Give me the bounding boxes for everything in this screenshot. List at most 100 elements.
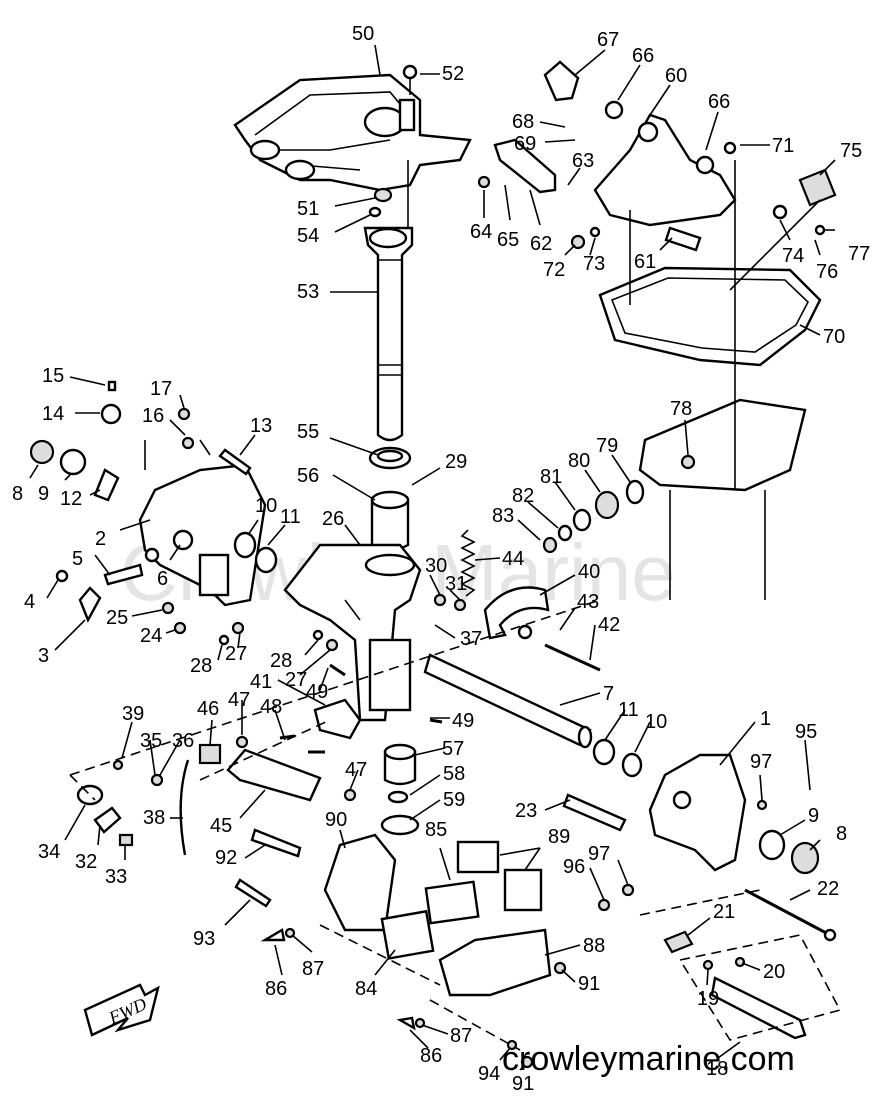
callout-18: 18: [706, 1058, 728, 1080]
sleeve-56-part: [370, 490, 410, 552]
swivel-bracket-part: [283, 543, 422, 722]
spring-21-part: [663, 930, 694, 954]
bolt-52-part: [402, 64, 418, 95]
nut-51-part: [368, 187, 393, 218]
callout-34: 34: [38, 841, 60, 863]
assembly-lines: [69, 160, 842, 1051]
callout-31: 31: [445, 573, 467, 595]
callout-11: 11: [280, 506, 301, 528]
callout-38: 38: [143, 807, 165, 829]
callout-4: 4: [24, 591, 35, 613]
callout-15: 15: [42, 365, 64, 387]
callout-30: 30: [425, 555, 447, 577]
callout-37: 37: [460, 628, 482, 650]
callout-90: 90: [325, 809, 347, 831]
clamp-bracket-left-part: [138, 463, 267, 607]
callout-73: 73: [583, 253, 605, 275]
callout-29: 29: [445, 451, 467, 473]
callout-33: 33: [105, 866, 127, 888]
callout-28b: 28: [270, 650, 292, 672]
callout-53: 53: [297, 281, 319, 303]
callout-49b: 49: [452, 710, 474, 732]
callout-74: 74: [782, 245, 804, 267]
footer-site-name: crowleymarine.com: [502, 1040, 795, 1078]
callout-21: 21: [713, 901, 735, 923]
callout-40: 40: [578, 561, 600, 583]
callout-87b: 87: [450, 1025, 472, 1047]
cover-90-part: [323, 833, 397, 932]
callout-57: 57: [442, 738, 464, 760]
callout-60: 60: [665, 65, 687, 87]
callout-77: 77: [848, 243, 870, 265]
fittings-32-34-part: [76, 784, 134, 847]
callout-42: 42: [598, 614, 620, 636]
gasket-70-part: [598, 266, 822, 367]
callout-59: 59: [443, 789, 465, 811]
callout-80: 80: [568, 450, 590, 472]
callout-76: 76: [816, 261, 838, 283]
callout-79: 79: [596, 435, 618, 457]
callout-89: 89: [548, 826, 570, 848]
washer-10-11-part: [592, 738, 643, 778]
callout-94: 94: [478, 1063, 500, 1085]
washers-79-83-part: [542, 479, 645, 554]
plate-45-part: [226, 748, 322, 802]
handle-18-part: [710, 976, 807, 1040]
knob-8-9-12-part: [29, 439, 120, 502]
callout-87: 87: [302, 958, 324, 980]
callout-25: 25: [106, 607, 128, 629]
callout-35: 35: [140, 730, 162, 752]
callout-27b: 27: [285, 669, 307, 691]
callout-41: 41: [250, 671, 272, 693]
callout-91b: 91: [512, 1073, 534, 1095]
callout-46: 46: [197, 698, 219, 720]
rod-38-part: [179, 759, 190, 856]
small-fittings-part: [100, 380, 195, 450]
steering-bracket-part: [233, 73, 472, 192]
callout-96: 96: [563, 856, 585, 878]
callout-labels: 50 52 67 66 60 66 68 69 71 75 63 51 64 6…: [12, 23, 870, 1095]
callout-26: 26: [322, 508, 344, 530]
callout-75: 75: [840, 140, 862, 162]
callout-97b: 97: [588, 843, 610, 865]
pin-13-part: [218, 448, 252, 476]
pin-23-part: [562, 793, 627, 832]
callout-83: 83: [492, 505, 514, 527]
callout-9b: 9: [808, 805, 819, 827]
bushings-57-59-part: [380, 743, 420, 836]
callout-1: 1: [760, 708, 771, 730]
callout-22: 22: [817, 878, 839, 900]
fwd-arrow-icon: FWD: [83, 983, 160, 1037]
callout-50: 50: [352, 23, 374, 45]
callout-62: 62: [530, 233, 552, 255]
callout-8b: 8: [836, 823, 847, 845]
bracket-60-part: [593, 100, 737, 227]
callout-66: 66: [632, 45, 654, 67]
callout-47: 47: [228, 689, 250, 711]
callout-6: 6: [157, 568, 168, 590]
callout-86b: 86: [420, 1045, 442, 1067]
callout-95: 95: [795, 721, 817, 743]
callout-86: 86: [265, 978, 287, 1000]
nuts-24-25-part: [161, 601, 187, 635]
callout-81: 81: [540, 466, 562, 488]
callout-43: 43: [577, 591, 599, 613]
callout-97: 97: [750, 751, 772, 773]
callout-58: 58: [443, 763, 465, 785]
callout-20: 20: [763, 961, 785, 983]
callout-8: 8: [12, 483, 23, 505]
bracket-88-part: [438, 928, 552, 997]
callout-leaders: [29, 44, 836, 1071]
callout-27: 27: [225, 643, 247, 665]
callout-92: 92: [215, 847, 237, 869]
tilt-tube-7-part: [423, 653, 593, 749]
callout-71: 71: [772, 135, 794, 157]
callout-70: 70: [823, 326, 845, 348]
callout-84: 84: [355, 978, 377, 1000]
callout-48: 48: [260, 696, 282, 718]
callout-32: 32: [75, 851, 97, 873]
callout-28: 28: [190, 655, 212, 677]
callout-23: 23: [515, 800, 537, 822]
